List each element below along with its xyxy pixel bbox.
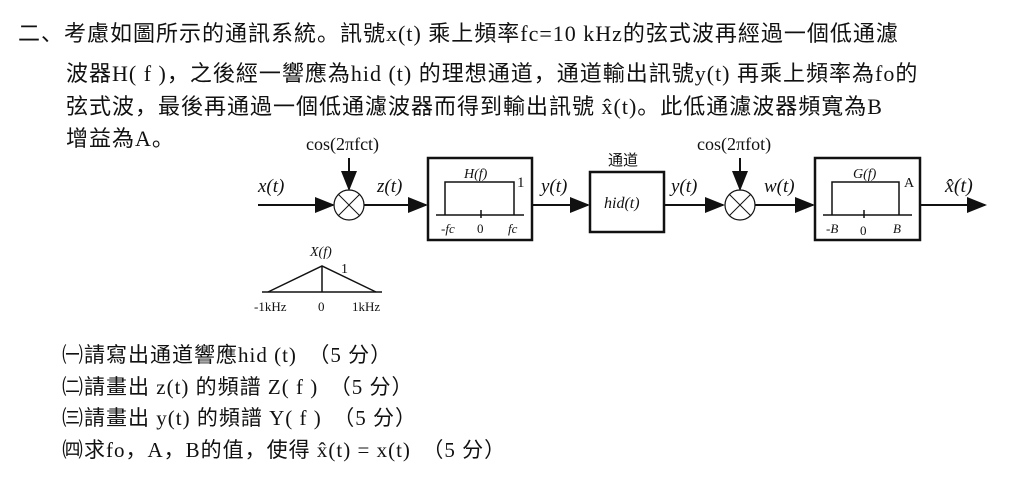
filter2-box — [813, 156, 922, 242]
channel-box — [588, 170, 666, 234]
carrier2-label: cos(2πfot) — [697, 134, 771, 155]
filter2-gain: A — [904, 176, 915, 191]
spectrum-tick-pos: 1kHz — [352, 299, 380, 314]
spectrum-peak: 1 — [341, 262, 348, 277]
z-label: z(t) — [376, 176, 402, 197]
problem-line-3: 弦式波，最後再通過一個低通濾波器而得到輸出訊號 x̂(t)。此低通濾波器頻寬為B — [66, 94, 883, 119]
y-label-1: y(t) — [539, 176, 567, 197]
channel-response: hid(t) — [604, 195, 640, 212]
problem-line-1: 二、考慮如圖所示的通訊系統。訊號x(t) 乘上頻率fc=10 kHz的弦式波再經… — [18, 21, 899, 46]
output-label: x̂(t) — [944, 175, 973, 197]
spectrum-tick-zero: 0 — [318, 299, 325, 314]
input-label: x(t) — [257, 176, 284, 197]
y-label-2: y(t) — [669, 176, 697, 197]
filter2-tick-neg: -B — [826, 221, 838, 236]
filter2-tick-pos: B — [893, 221, 901, 236]
channel-title: 通道 — [608, 152, 638, 169]
filter1-gain: 1 — [517, 175, 525, 191]
filter1-tick-zero: 0 — [477, 221, 484, 236]
filter1-tick-pos: fc — [508, 221, 518, 236]
spectrum-tick-neg: -1kHz — [254, 299, 287, 314]
problem-line-2: 波器H( f )，之後經一響應為hid (t) 的理想通道，通道輸出訊號y(t)… — [66, 61, 919, 86]
spectrum-title: X(f) — [309, 245, 332, 260]
problem-line-4: 增益為A。 — [66, 126, 175, 151]
filter2-title: G(f) — [853, 167, 877, 182]
filter2-tick-zero: 0 — [860, 223, 867, 238]
filter1-title: H(f) — [463, 167, 488, 182]
question-3: ㈢請畫出 y(t) 的頻譜 Y( f ) （5 分） — [62, 406, 417, 430]
carrier1-label: cos(2πfct) — [306, 134, 379, 155]
filter1-box — [426, 156, 534, 242]
w-label: w(t) — [764, 176, 795, 197]
question-2: ㈡請畫出 z(t) 的頻譜 Z( f ) （5 分） — [62, 375, 414, 399]
question-1: ㈠請寫出通道響應hid (t) （5 分） — [62, 343, 393, 367]
filter1-tick-neg: -fc — [441, 221, 455, 236]
question-4: ㈣求fo，A，B的值，使得 x̂(t) = x(t) （5 分） — [62, 438, 507, 462]
